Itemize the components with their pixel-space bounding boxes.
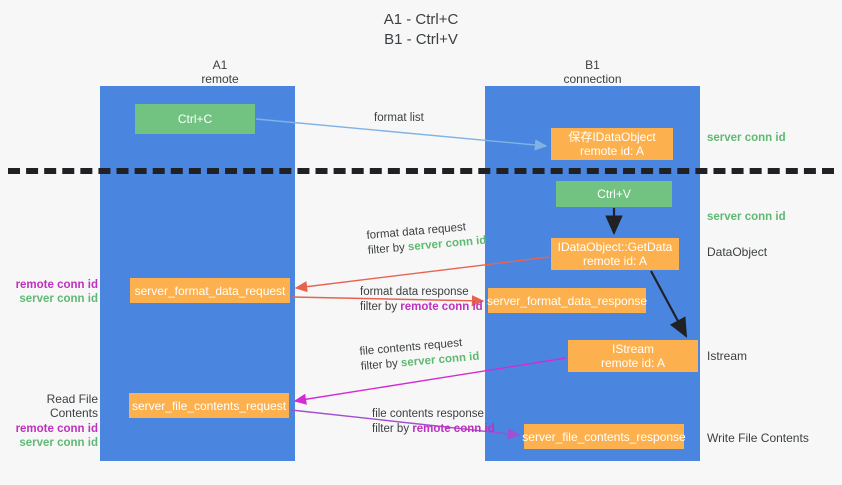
annotation-write-file-contents: Write File Contents [707,431,809,445]
annotation-read-file-contents-group: Read File Contents remote conn id server… [8,392,98,450]
filter-prefix: filter by [367,241,409,257]
node-server-format-data-response[interactable]: server_format_data_response [486,288,648,313]
node-ctrl-c-label: Ctrl+C [177,112,213,126]
lane-header-b1: B1 connection [485,58,700,86]
edge-label-file-contents-response: file contents response filter by remote … [372,407,495,437]
node-ctrl-v-label: Ctrl+V [597,187,631,201]
filter-value-remote-conn-id: remote conn id [412,423,495,435]
node-server-format-data-request[interactable]: server_format_data_request [130,278,290,303]
node-save-idataobject-label: 保存IDataObject [568,130,656,144]
node-save-idataobject-sub: remote id: A [579,144,645,158]
annotation-read-file-contents: Read File Contents [46,392,98,420]
filter-prefix: filter by [360,301,401,313]
node-getdata-sub: remote id: A [582,254,648,268]
node-ctrl-c[interactable]: Ctrl+C [135,104,255,134]
edge-filter-format-data-response: filter by remote conn id [360,300,483,315]
lane-b1-role: connection [563,72,622,86]
lane-b1-name: B1 [585,58,600,72]
filter-value-remote-conn-id: remote conn id [400,301,483,313]
node-idataobject-getdata[interactable]: IDataObject::GetData remote id: A [551,238,679,270]
annotation-conn-ids-mid: remote conn id server conn id [8,278,98,306]
title-line-1: A1 - Ctrl+C [383,11,459,28]
node-server-file-contents-request[interactable]: server_file_contents_request [129,393,289,418]
annotation-server-conn-id-top: server conn id [707,132,786,144]
node-ctrl-v[interactable]: Ctrl+V [556,181,672,207]
edge-label-format-data-request: format data request filter by server con… [366,219,487,259]
edge-label-format-list-text: format list [374,112,424,124]
lane-a1-role: remote [201,72,239,86]
node-istream-label: IStream [611,342,654,356]
node-save-idataobject[interactable]: 保存IDataObject remote id: A [551,128,673,160]
edge-label-format-list: format list [374,111,424,126]
lane-header-a1: A1 remote [100,58,340,86]
diagram-title: A1 - Ctrl+C B1 - Ctrl+V [0,10,842,50]
node-server-file-contents-response[interactable]: server_file_contents_response [522,424,686,449]
node-istream[interactable]: IStream remote id: A [568,340,698,372]
edge-label-format-data-response: format data response filter by remote co… [360,285,483,315]
annotation-server-conn-id: server conn id [19,293,98,305]
node-server-format-data-request-label: server_format_data_request [134,283,286,298]
filter-value-server-conn-id: server conn id [407,234,487,254]
annotation-remote-conn-id: remote conn id [15,423,98,435]
filter-prefix: filter by [360,357,402,373]
node-server-file-contents-response-label: server_file_contents_response [522,429,686,444]
edge-filter-file-contents-response: filter by remote conn id [372,422,495,437]
edge-label-file-contents-response-text: file contents response [372,408,484,420]
annotation-server-conn-id: server conn id [19,437,98,449]
node-istream-sub: remote id: A [600,356,666,370]
filter-value-server-conn-id: server conn id [400,350,480,370]
annotation-server-conn-id-mid: server conn id [707,211,786,223]
annotation-istream: Istream [707,349,748,363]
edge-label-format-data-response-text: format data response [360,286,469,298]
lane-a1-name: A1 [212,58,228,72]
annotation-remote-conn-id: remote conn id [15,279,98,291]
node-server-file-contents-request-label: server_file_contents_request [131,398,287,413]
node-server-format-data-response-label: server_format_data_response [486,293,648,308]
filter-prefix: filter by [372,423,413,435]
annotation-dataobject: DataObject [707,245,768,259]
node-getdata-label: IDataObject::GetData [557,240,673,254]
phase-divider [8,168,834,174]
title-line-2: B1 - Ctrl+V [384,31,458,48]
edge-label-file-contents-request: file contents request filter by server c… [359,335,480,375]
